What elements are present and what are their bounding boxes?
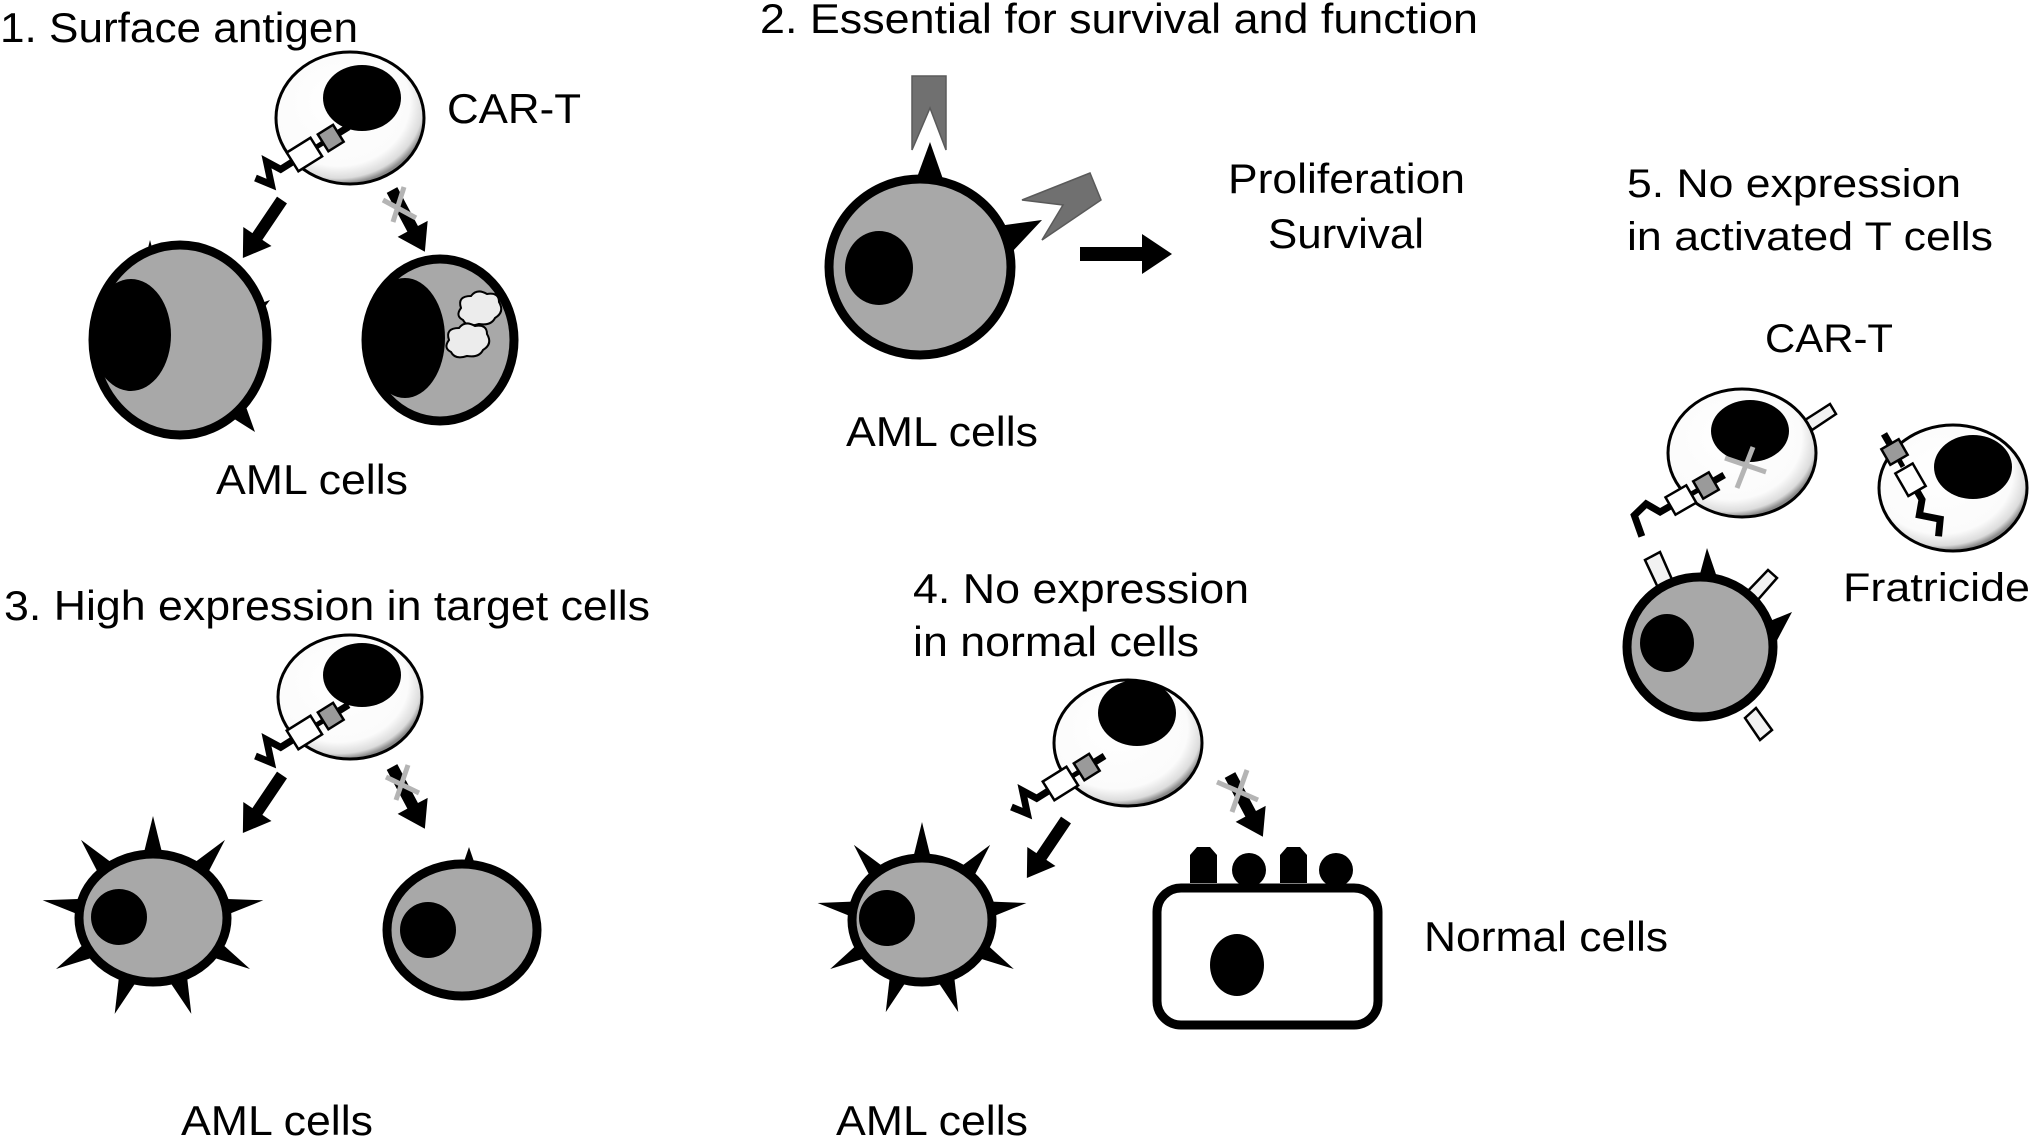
- survival-label: Survival: [1268, 210, 1424, 257]
- kill-arrow-icon: [1012, 810, 1081, 888]
- panel-5-no-t-cell-expression: 5. No expression in activated T cells CA…: [1622, 162, 2030, 742]
- car-t-label: CAR-T: [1765, 317, 1893, 361]
- car-t-cell-killed: [1630, 387, 1838, 538]
- panel-2-essential-function: 2. Essential for survival and function P…: [760, 0, 1478, 455]
- blocked-arrow: [376, 182, 440, 260]
- car-t-cell: [251, 633, 424, 770]
- aml-cell: [1622, 548, 1792, 742]
- panel-3-high-expression: 3. High expression in target cells AML c…: [4, 582, 650, 1144]
- blocked-arrow: [1214, 767, 1278, 845]
- antigen-icon: [1743, 706, 1774, 742]
- nucleus-icon: [323, 65, 401, 131]
- aml-cell-lysed: [361, 254, 519, 426]
- aml-cells-label: AML cells: [216, 456, 408, 503]
- panel-1-title: 1. Surface antigen: [0, 4, 358, 51]
- antigen-spike-icon: [911, 822, 933, 864]
- panel-5-title-line1: 5. No expression: [1627, 162, 1961, 206]
- aml-cell-with-receptors: [824, 75, 1102, 360]
- kill-arrow-icon: [228, 765, 297, 843]
- car-t-cell: [1007, 678, 1204, 821]
- panel-3-title: 3. High expression in target cells: [4, 582, 650, 629]
- antigen-spike-icon: [142, 816, 164, 860]
- granule-icon: [457, 290, 503, 327]
- aml-cell-antigen-positive: [88, 240, 272, 440]
- panel-4-no-normal-expression: 4. No expression in normal cells Normal …: [817, 565, 1668, 1144]
- aml-cell-high-antigen: [42, 816, 264, 1014]
- cell-body: [74, 849, 232, 987]
- blocked-arrow: [376, 759, 440, 837]
- receptor-icon: [916, 142, 944, 182]
- aml-cells-label: AML cells: [836, 1097, 1028, 1141]
- nucleus-icon: [1098, 680, 1176, 746]
- panel-4-title-line2: in normal cells: [913, 618, 1199, 665]
- normal-cell: [1152, 847, 1383, 1030]
- surface-protein-icon: [1190, 847, 1217, 883]
- aml-cell-low-antigen: [382, 847, 542, 1001]
- panel-1-surface-antigen: 1. Surface antigen CAR-T AML cells: [0, 4, 581, 503]
- panel-2-title: 2. Essential for survival and function: [760, 0, 1478, 42]
- normal-cells-label: Normal cells: [1424, 913, 1668, 960]
- car-t-cell: [1877, 423, 2029, 553]
- cell-body: [847, 853, 997, 987]
- aml-cells-label: AML cells: [181, 1097, 373, 1141]
- kill-arrow-icon: [228, 190, 297, 268]
- arrow-icon: [376, 182, 440, 260]
- aml-cells-label: AML cells: [846, 408, 1038, 455]
- surface-protein-icon: [1232, 853, 1266, 887]
- surface-protein-icon: [1319, 853, 1353, 887]
- car-t-cell: [251, 50, 426, 192]
- nucleus-icon: [859, 890, 915, 946]
- granule-icon: [445, 322, 491, 359]
- ligand-icon: [1021, 172, 1102, 241]
- proliferation-label: Proliferation: [1228, 155, 1465, 202]
- fratricide-label: Fratricide: [1843, 566, 2030, 610]
- panel-4-title-line1: 4. No expression: [913, 565, 1249, 612]
- nucleus-icon: [323, 643, 401, 707]
- aml-cell-high-antigen: [817, 822, 1027, 1013]
- surface-protein-icon: [1280, 847, 1307, 883]
- car-t-label: CAR-T: [447, 85, 581, 132]
- signal-arrow-icon: [1080, 234, 1172, 274]
- nucleus-icon: [91, 889, 147, 945]
- ligand-icon: [911, 75, 947, 151]
- panel-5-title-line2: in activated T cells: [1627, 215, 1993, 259]
